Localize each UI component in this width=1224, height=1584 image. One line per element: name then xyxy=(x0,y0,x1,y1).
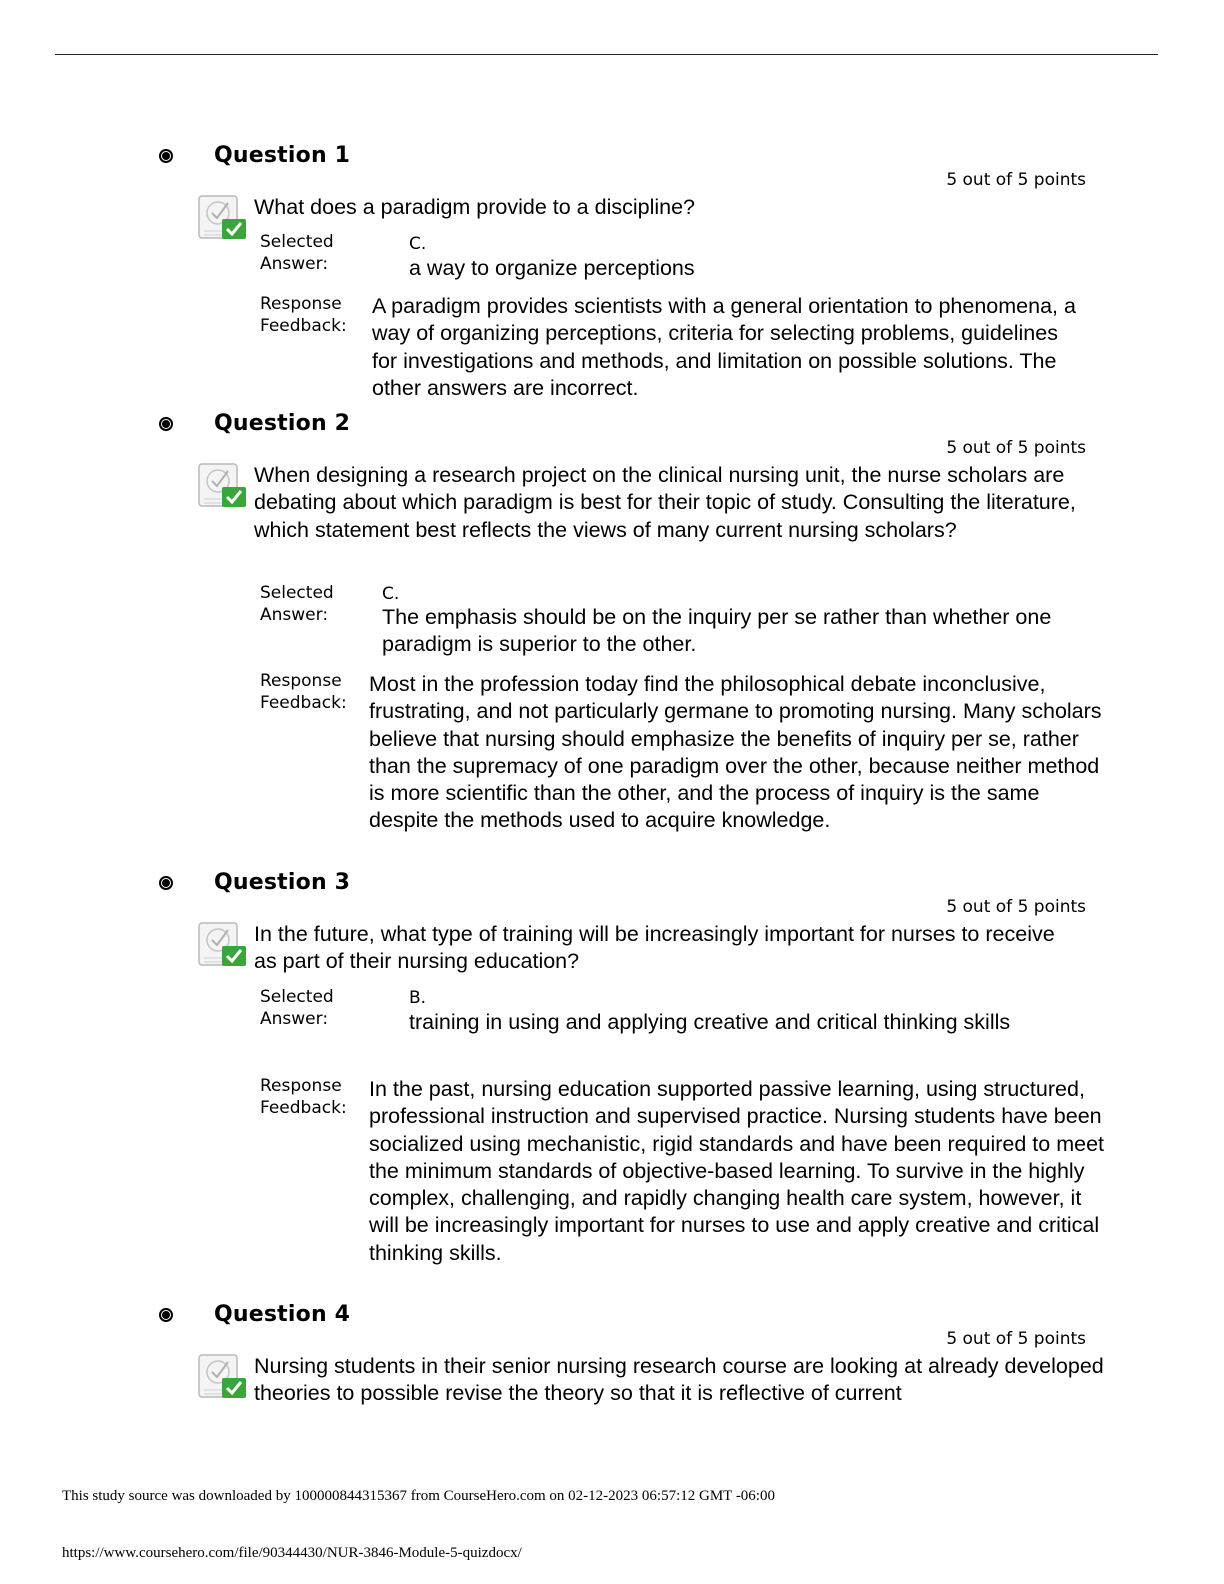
points-score: 5 out of 5 points xyxy=(946,897,1086,917)
response-feedback-label: Response Feedback: xyxy=(260,294,347,336)
correct-check-icon xyxy=(198,922,246,966)
bullet-icon xyxy=(161,1310,171,1320)
question-text: What does a paradigm provide to a discip… xyxy=(254,195,696,219)
feedback-text: A paradigm provides scientists with a ge… xyxy=(372,294,1076,400)
source-url[interactable]: https://www.coursehero.com/file/90344430… xyxy=(62,1545,522,1561)
answer-text: a way to organize perceptions xyxy=(409,256,695,280)
correct-check-icon xyxy=(198,1354,246,1398)
question-text: In the future, what type of training wil… xyxy=(254,922,1055,974)
response-feedback-label: Response Feedback: xyxy=(260,1076,347,1118)
response-feedback-label: Response Feedback: xyxy=(260,671,347,713)
download-source-note: This study source was downloaded by 1000… xyxy=(62,1488,775,1504)
points-score: 5 out of 5 points xyxy=(946,170,1086,190)
answer-letter: C. xyxy=(382,584,400,604)
feedback-text: In the past, nursing education supported… xyxy=(369,1077,1105,1265)
question-title: Question 3 xyxy=(214,870,351,895)
answer-letter: C. xyxy=(409,234,427,254)
correct-check-icon xyxy=(198,195,246,239)
selected-answer-label: Selected Answer: xyxy=(260,987,334,1029)
question-title: Question 4 xyxy=(214,1302,351,1327)
bullet-icon xyxy=(161,878,171,888)
bullet-icon xyxy=(161,151,171,161)
question-title: Question 1 xyxy=(214,143,351,168)
answer-text: The emphasis should be on the inquiry pe… xyxy=(382,605,1052,656)
points-score: 5 out of 5 points xyxy=(946,1329,1086,1349)
bullet-icon xyxy=(161,419,171,429)
question-text: Nursing students in their senior nursing… xyxy=(254,1354,1104,1406)
correct-check-icon xyxy=(198,463,246,507)
points-score: 5 out of 5 points xyxy=(946,438,1086,458)
question-title: Question 2 xyxy=(214,411,351,436)
selected-answer-label: Selected Answer: xyxy=(260,232,334,274)
feedback-text: Most in the profession today find the ph… xyxy=(369,672,1102,833)
answer-text: training in using and applying creative … xyxy=(409,1010,1011,1034)
selected-answer-label: Selected Answer: xyxy=(260,583,334,625)
question-text: When designing a research project on the… xyxy=(254,463,1076,542)
answer-letter: B. xyxy=(409,988,427,1008)
top-divider xyxy=(55,54,1158,55)
